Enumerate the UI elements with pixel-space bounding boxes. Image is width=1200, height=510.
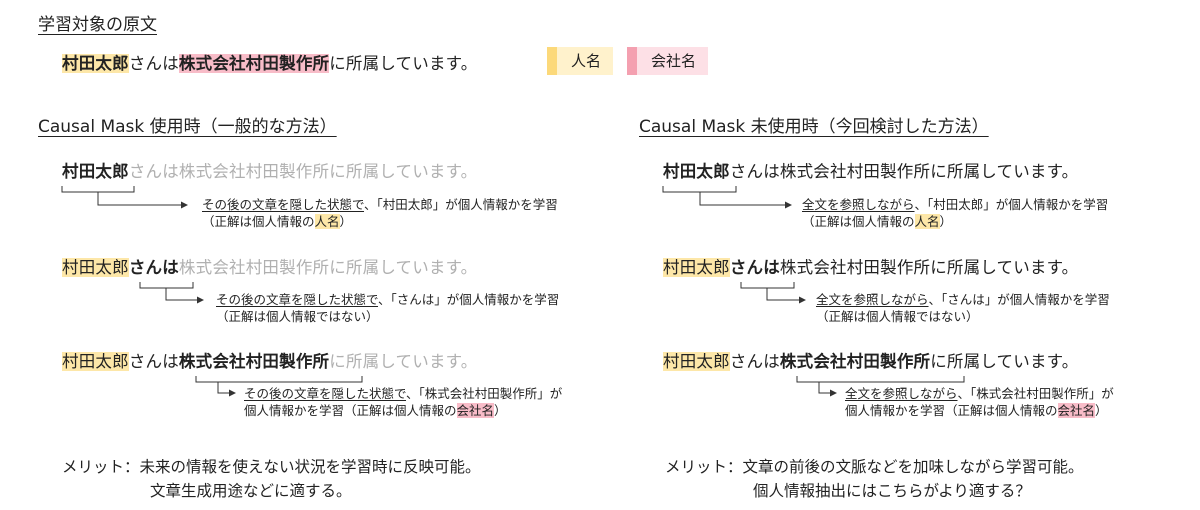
sentence-rest: に所属しています。 (329, 54, 478, 73)
note-emphasis: その後の文章を隠した状態で (244, 386, 407, 401)
legend-company-label: 会社名 (637, 47, 709, 75)
target-token: さんは (729, 258, 780, 277)
note-text: （正解は個人情報の (802, 214, 915, 229)
target-token: 村田太郎 (663, 162, 730, 181)
sentence-mid: さんは (128, 54, 179, 73)
source-sentence: 村田太郎さんは株式会社村田製作所に所属しています。 (62, 50, 477, 74)
note-text: ） (939, 214, 953, 229)
right-example-1-sentence: 村田太郎さんは株式会社村田製作所に所属しています。 (663, 158, 1078, 182)
right-example-2-sentence: 村田太郎さんは株式会社村田製作所に所属しています。 (663, 254, 1078, 278)
note-text: 個人情報かを学習（正解は個人情報の (845, 403, 1058, 418)
context-text: さんは (729, 352, 780, 371)
legend-company-swatch (627, 47, 638, 75)
context-person: 村田太郎 (663, 258, 730, 277)
legend-person-label: 人名 (557, 47, 614, 75)
masked-text: さんは株式会社村田製作所に所属しています。 (128, 162, 478, 181)
note-text: （正解は個人情報の (202, 214, 315, 229)
note-emphasis: その後の文章を隠した状態で (202, 197, 365, 212)
note-text: 個人情報かを学習（正解は個人情報の (244, 403, 457, 418)
note-text: （正解は個人情報ではない） (816, 309, 979, 324)
left-example-3-note: その後の文章を隠した状態で、「株式会社村田製作所」が 個人情報かを学習（正解は個… (244, 385, 562, 419)
note-emphasis: 全文を参照しながら (845, 386, 958, 401)
right-merit: メリット：文章の前後の文脈などを加味しながら学習可能。 個人情報抽出にはこちらが… (665, 455, 1084, 503)
merit-text: 個人情報抽出にはこちらがより適する？ (753, 482, 1031, 500)
note-text: 、「村田太郎」が個人情報かを学習 (914, 197, 1109, 212)
note-emphasis: その後の文章を隠した状態で (216, 292, 379, 307)
target-token: さんは (128, 258, 179, 277)
note-text: 、「村田太郎」が個人情報かを学習 (364, 197, 558, 212)
context-person: 村田太郎 (62, 258, 129, 277)
target-token: 株式会社村田製作所 (178, 352, 330, 371)
visible-text: さんは株式会社村田製作所に所属しています。 (729, 162, 1079, 181)
note-text: 、「さんは」が個人情報かを学習 (378, 292, 560, 307)
target-token: 株式会社村田製作所 (779, 352, 931, 371)
left-heading: Causal Mask 使用時（一般的な方法） (38, 117, 337, 137)
note-text: （正解は個人情報ではない） (216, 309, 379, 324)
answer-person-label: 人名 (314, 214, 340, 229)
masked-text: に所属しています。 (329, 352, 478, 371)
merit-text: 文章生成用途などに適する。 (150, 482, 352, 500)
left-example-1-note: その後の文章を隠した状態で、「村田太郎」が個人情報かを学習 （正解は個人情報の人… (202, 196, 558, 230)
context-person: 村田太郎 (663, 352, 730, 371)
answer-company-label: 会社名 (1057, 403, 1096, 418)
note-emphasis: 全文を参照しながら (802, 197, 915, 212)
visible-text: 株式会社村田製作所に所属しています。 (779, 258, 1079, 277)
merit-label: メリット： (62, 458, 140, 476)
source-heading: 学習対象の原文 (38, 15, 157, 35)
note-emphasis: 全文を参照しながら (816, 292, 929, 307)
right-heading: Causal Mask 未使用時（今回検討した方法） (639, 117, 989, 137)
company-entity: 株式会社村田製作所 (178, 54, 330, 73)
merit-text: 未来の情報を使えない状況を学習時に反映可能。 (139, 458, 481, 476)
context-text: さんは (128, 352, 179, 371)
legend: 人名 会社名 (547, 47, 709, 75)
legend-person-swatch (547, 47, 557, 75)
target-token: 村田太郎 (62, 162, 129, 181)
left-merit: メリット：未来の情報を使えない状況を学習時に反映可能。 文章生成用途などに適する… (62, 455, 481, 503)
note-text: 、「さんは」が個人情報かを学習 (928, 292, 1110, 307)
note-text: ） (494, 403, 507, 418)
masked-text: 株式会社村田製作所に所属しています。 (178, 258, 478, 277)
person-entity: 村田太郎 (62, 54, 129, 73)
note-text: ） (339, 214, 353, 229)
note-text: 、「株式会社村田製作所」が (957, 386, 1114, 401)
left-example-2-note: その後の文章を隠した状態で、「さんは」が個人情報かを学習 （正解は個人情報ではな… (216, 291, 559, 325)
left-example-2-sentence: 村田太郎さんは株式会社村田製作所に所属しています。 (62, 254, 477, 278)
visible-text: に所属しています。 (930, 352, 1079, 371)
left-example-1-sentence: 村田太郎さんは株式会社村田製作所に所属しています。 (62, 158, 477, 182)
context-person: 村田太郎 (62, 352, 129, 371)
note-text: ） (1095, 403, 1108, 418)
right-example-3-sentence: 村田太郎さんは株式会社村田製作所に所属しています。 (663, 348, 1078, 372)
right-example-1-note: 全文を参照しながら、「村田太郎」が個人情報かを学習 （正解は個人情報の人名） (802, 196, 1108, 230)
right-example-2-note: 全文を参照しながら、「さんは」が個人情報かを学習 （正解は個人情報ではない） (816, 291, 1110, 325)
right-example-3-note: 全文を参照しながら、「株式会社村田製作所」が 個人情報かを学習（正解は個人情報の… (845, 385, 1114, 419)
note-text: 、「株式会社村田製作所」が (406, 386, 563, 401)
merit-text: 文章の前後の文脈などを加味しながら学習可能。 (742, 458, 1084, 476)
answer-company-label: 会社名 (456, 403, 495, 418)
answer-person-label: 人名 (914, 214, 940, 229)
merit-label: メリット： (665, 458, 743, 476)
left-example-3-sentence: 村田太郎さんは株式会社村田製作所に所属しています。 (62, 348, 477, 372)
